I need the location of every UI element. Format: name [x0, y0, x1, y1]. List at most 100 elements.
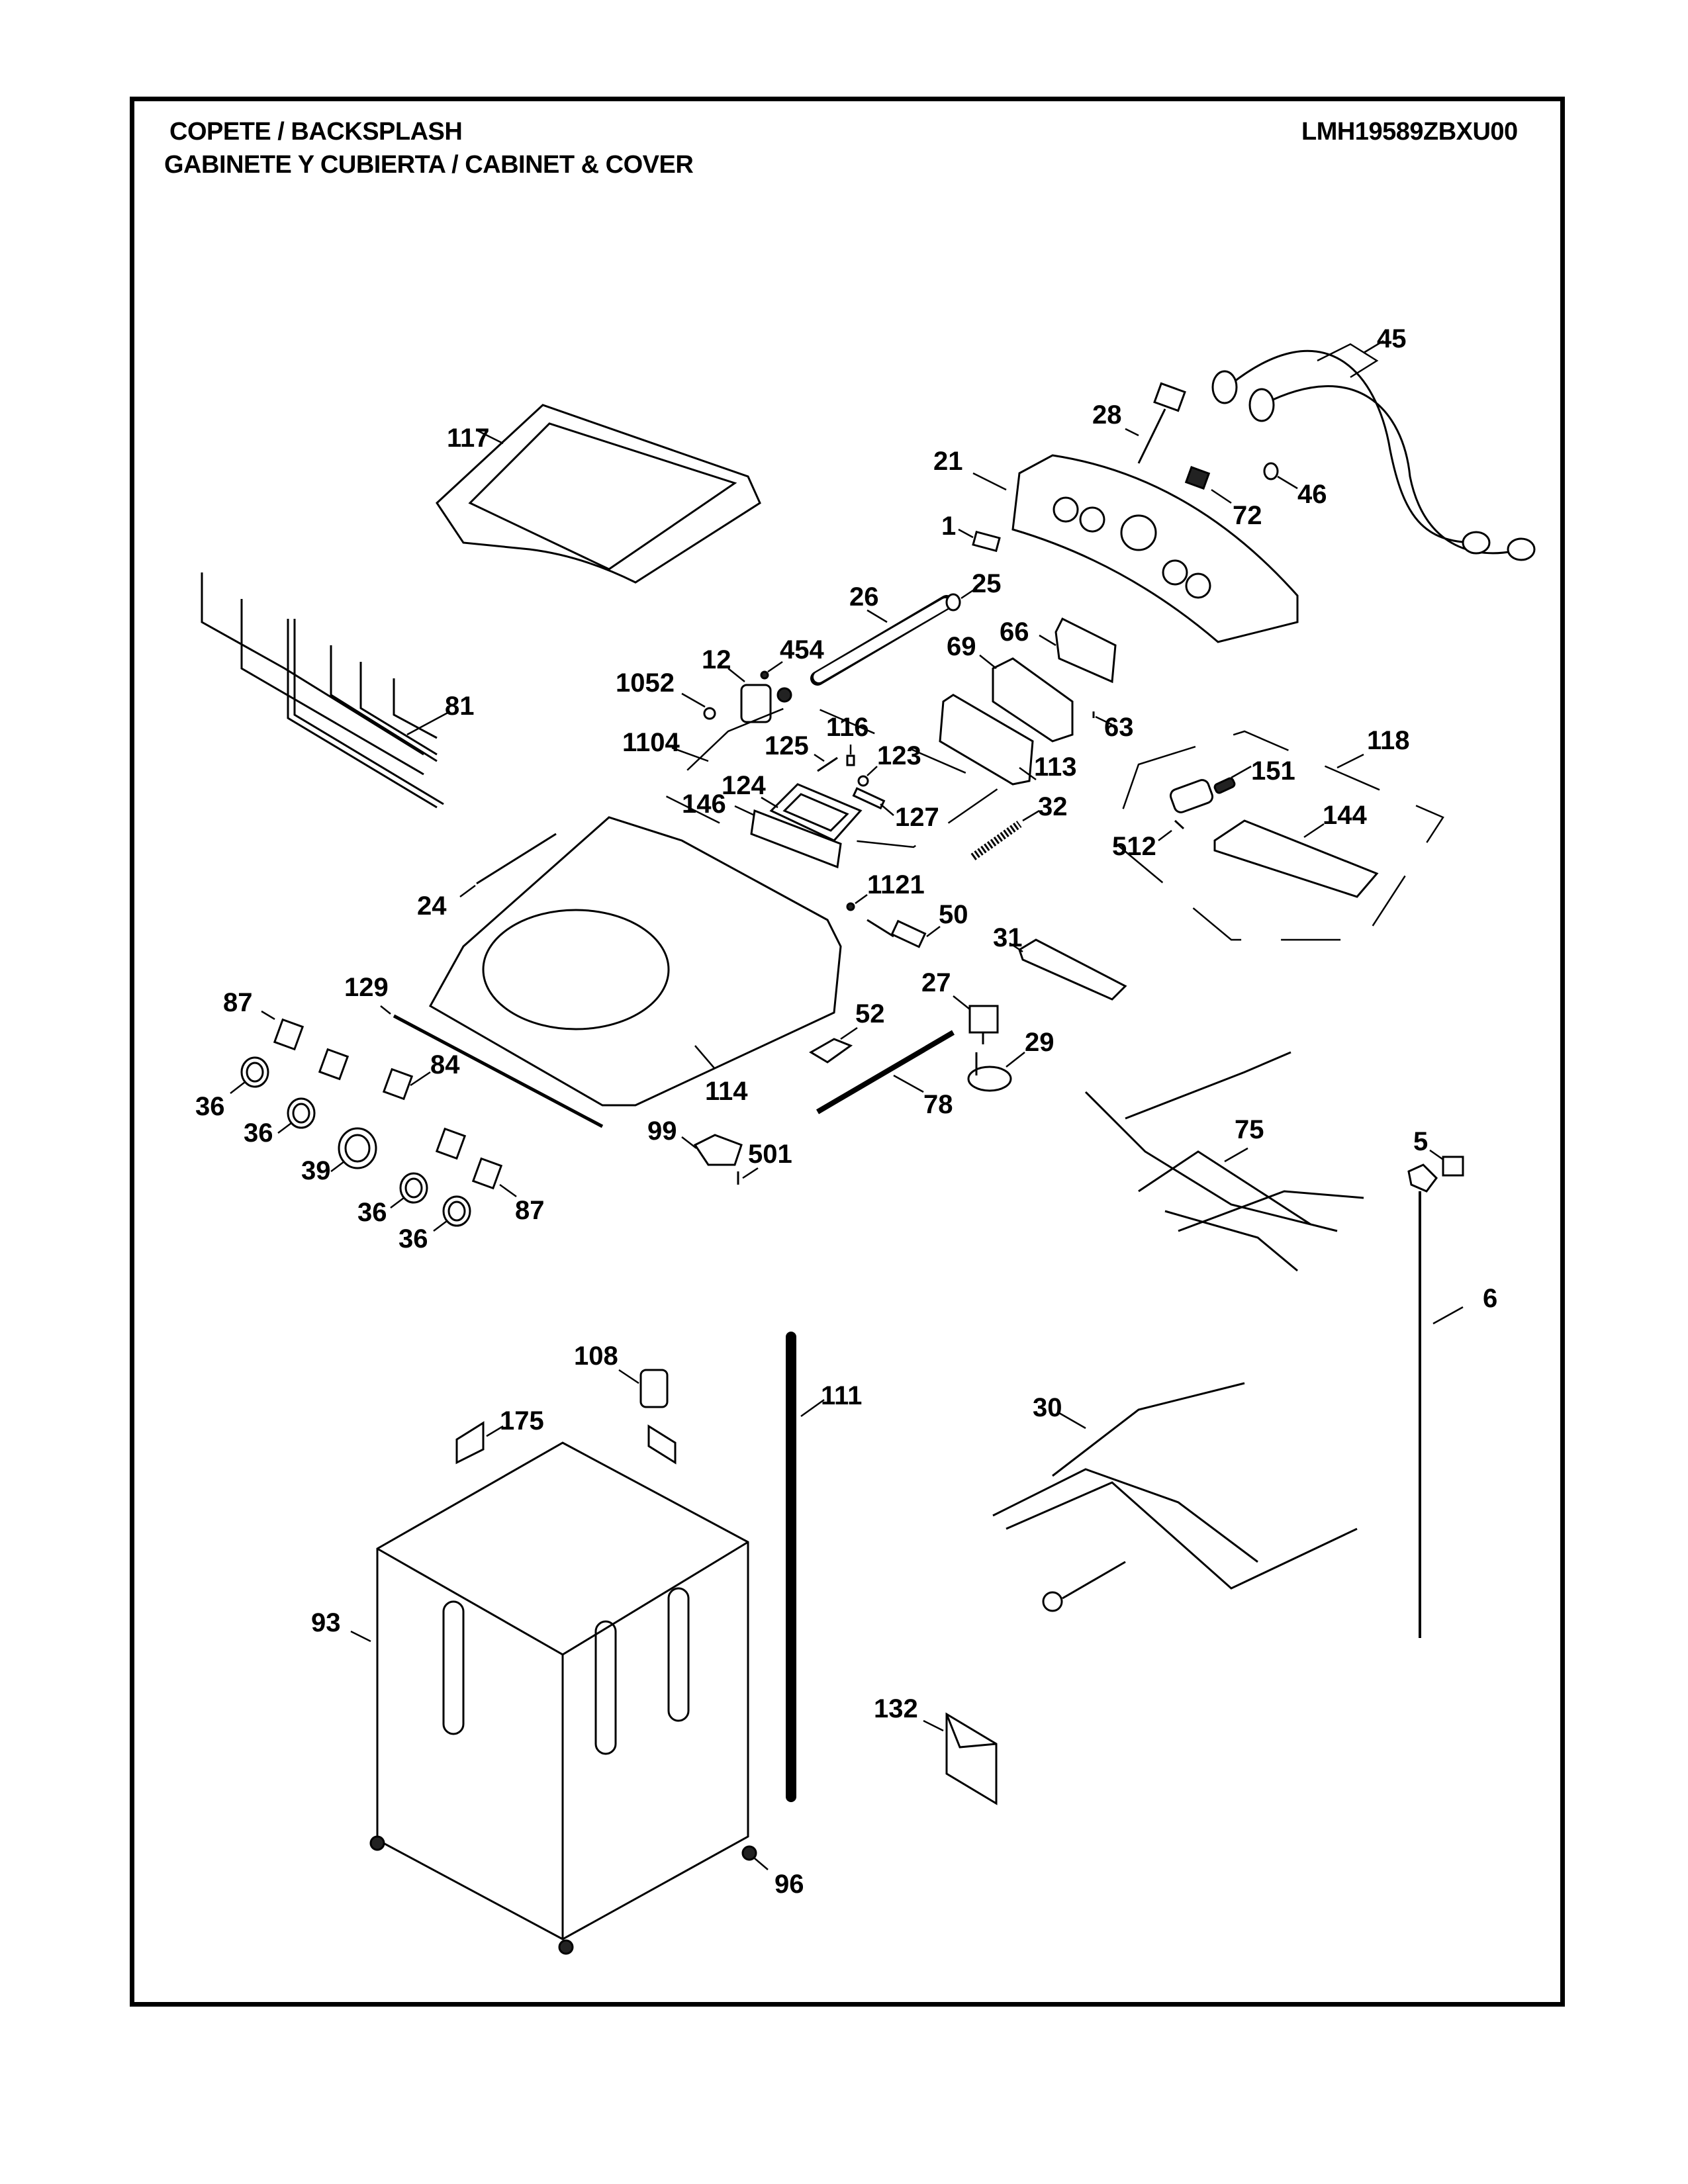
- part-127-lever: [852, 787, 894, 816]
- label-72: 72: [1233, 501, 1262, 530]
- label-63: 113: [1034, 752, 1077, 782]
- part-87-bracket-bottom: [471, 1157, 517, 1198]
- part-108-bracket: [618, 1369, 669, 1408]
- part-118-valve-assembly-outline: [1111, 730, 1444, 941]
- label-454: 454: [780, 635, 824, 664]
- part-1052-clamp: [681, 692, 716, 720]
- part-81-harness: [201, 572, 451, 809]
- label-26: 26: [849, 582, 879, 612]
- label-81: 81: [445, 692, 475, 721]
- part-113-dispenser-outline: [660, 700, 1002, 848]
- title-backsplash: COPETE / BACKSPLASH: [169, 118, 463, 146]
- label-46: 46: [1297, 480, 1327, 509]
- label-124: 124: [722, 771, 766, 800]
- part-84-bracket: [382, 1068, 431, 1101]
- part-36-pad-2: [277, 1097, 316, 1134]
- label-151: 151: [1251, 756, 1295, 786]
- label-146: 146: [682, 790, 726, 819]
- part-454-screw: [760, 660, 783, 680]
- part-36-pad-3: [390, 1172, 428, 1208]
- label-125: 125: [765, 731, 809, 760]
- part-151-valve: [1169, 765, 1252, 813]
- part-75-harness: [1084, 1051, 1364, 1272]
- part-512-screw: [1158, 819, 1185, 841]
- label-39: 39: [301, 1156, 331, 1185]
- part-45-hoses: [1211, 340, 1536, 561]
- part-146-drawer-front: [734, 805, 842, 869]
- title-cabinet-cover: GABINETE Y CUBIERTA / CABINET & COVER: [164, 151, 694, 179]
- label-6: 6: [1483, 1284, 1497, 1313]
- label-118: 118: [1367, 726, 1410, 755]
- label-113: 1104: [622, 728, 680, 757]
- label-132: 132: [874, 1694, 918, 1723]
- label-69: 69: [947, 632, 976, 661]
- part-125-spring: [814, 753, 838, 772]
- part-124-drawer: [761, 783, 863, 842]
- label-1104: 63: [1104, 713, 1134, 742]
- model-number: LMH19589ZBXU00: [1301, 118, 1518, 146]
- part-5-plug-holder: [1429, 1149, 1464, 1177]
- part-93-cabinet: [350, 1441, 749, 1940]
- label-75: 75: [1235, 1115, 1264, 1144]
- label-144: 144: [1323, 801, 1367, 830]
- label-512: 512: [1112, 832, 1156, 861]
- part-111-rod: [786, 1332, 825, 1802]
- part-12-valve: [727, 668, 792, 723]
- part-24-cable: [459, 833, 557, 898]
- part-72-insert: [1184, 466, 1232, 504]
- part-78-rod: [816, 1030, 955, 1115]
- part-114-top-cover: [428, 816, 842, 1107]
- part-29-knob-base: [967, 1052, 1025, 1092]
- label-5: 5: [1413, 1127, 1428, 1156]
- part-1121-screw: [846, 893, 868, 911]
- part-26-tube: [810, 595, 954, 686]
- part-96-feet: [369, 1835, 769, 1955]
- diagram-frame: [130, 97, 1565, 2007]
- label-1121: 1121: [867, 870, 925, 899]
- label-36-d: 36: [399, 1224, 428, 1253]
- part-bracket-2: [318, 1048, 350, 1081]
- label-501: 501: [748, 1140, 792, 1169]
- part-175-labels: [455, 1421, 677, 1465]
- label-93: 93: [311, 1608, 341, 1637]
- label-127: 127: [895, 803, 939, 832]
- label-45: 45: [1377, 324, 1407, 353]
- label-78: 78: [923, 1090, 953, 1119]
- label-28: 28: [1092, 400, 1122, 430]
- part-52-clip: [809, 1026, 858, 1064]
- part-27-pressure-switch: [953, 995, 999, 1044]
- part-144-bracket: [1213, 819, 1379, 898]
- label-12: 12: [702, 645, 731, 674]
- label-84: 84: [430, 1050, 460, 1079]
- label-52: 52: [855, 999, 885, 1028]
- part-1104-screw: [1092, 711, 1113, 726]
- label-96: 96: [774, 1870, 804, 1899]
- label-114: 114: [705, 1077, 748, 1106]
- part-87-bracket-top: [261, 1010, 305, 1051]
- part-123-damper: [857, 766, 878, 787]
- label-87-bottom: 87: [515, 1196, 545, 1225]
- part-63-cover: [939, 694, 1037, 786]
- part-66-bracket: [1039, 617, 1117, 684]
- label-24: 24: [417, 891, 447, 921]
- label-129: 129: [344, 973, 389, 1002]
- label-32: 32: [1038, 792, 1068, 821]
- label-123: 123: [877, 741, 921, 770]
- label-30: 30: [1033, 1393, 1062, 1422]
- part-132-envelope: [923, 1712, 998, 1805]
- label-25: 25: [972, 569, 1002, 598]
- label-31: 31: [993, 923, 1023, 952]
- part-25-fitting: [945, 589, 974, 612]
- label-50: 50: [939, 900, 968, 929]
- label-66: 66: [1000, 617, 1029, 647]
- part-117-lid: [436, 404, 761, 584]
- part-6-power-cord: [1407, 1163, 1464, 1638]
- label-29: 29: [1025, 1028, 1055, 1057]
- part-50-lid-switch: [867, 919, 941, 948]
- label-1: 1: [941, 512, 956, 541]
- part-1-badge: [958, 528, 1001, 553]
- label-36-a: 36: [195, 1092, 225, 1121]
- part-99-lock: [681, 1134, 743, 1166]
- label-1052: 1052: [616, 668, 675, 698]
- label-36-c: 36: [357, 1198, 387, 1227]
